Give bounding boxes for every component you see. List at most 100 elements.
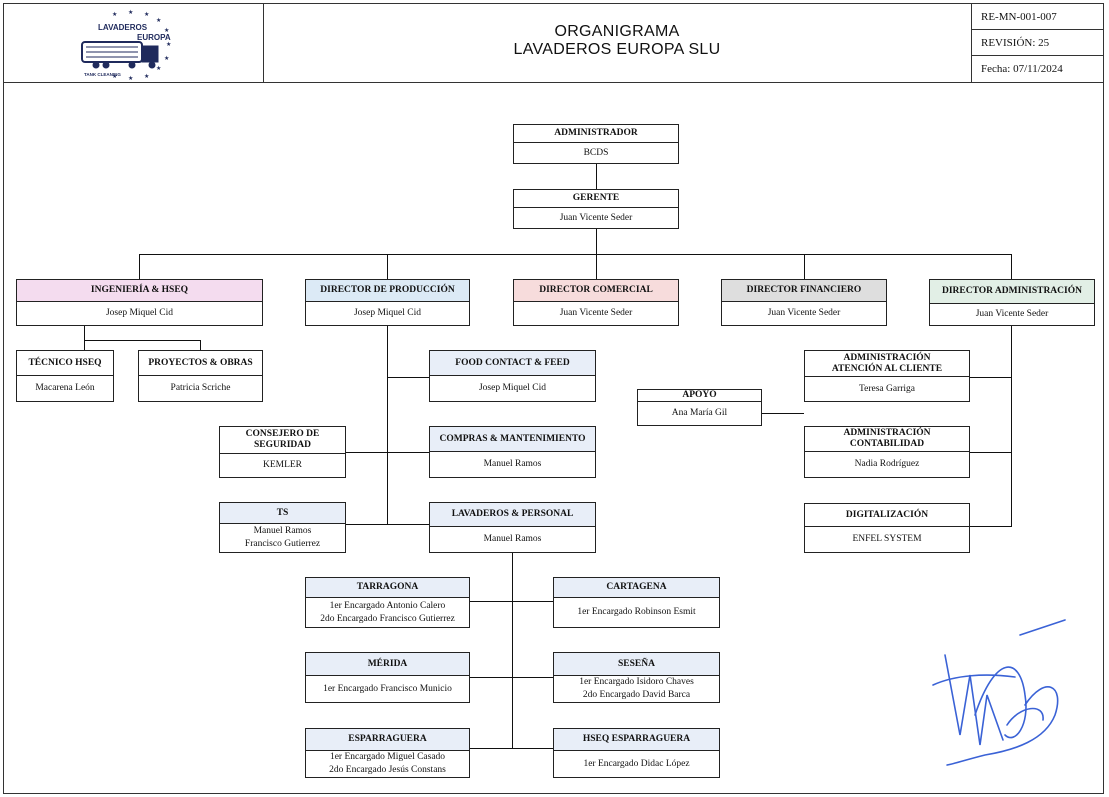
svg-text:★: ★ [112,73,117,80]
org-node-person: Manuel Ramos [483,459,542,469]
connector-line [470,748,553,749]
svg-text:★: ★ [128,9,133,16]
document-header: LAVADEROS EUROPA TANK CLEANING ★★★ ★★★ ★… [3,3,1104,83]
svg-text:★: ★ [164,27,169,34]
org-node-person: 1er Encargado Francisco Municio [323,683,452,694]
logo-text-top: LAVADEROS [98,23,148,32]
connector-line [762,413,804,414]
org-node-person: 1er Encargado Robinson Esmit [577,607,696,617]
connector-line [346,452,429,453]
org-node-title: TARRAGONA [306,578,469,598]
org-node-body: Josep Miquel Cid [306,302,469,325]
org-node-title: DIRECTOR COMERCIAL [514,280,678,302]
org-node-title: DIRECTOR DE PRODUCCIÓN [306,280,469,302]
connector-line [387,254,388,279]
org-node-person: BCDS [583,147,609,158]
org-node-body: 1er Encargado Isidoro Chaves 2do Encargad… [554,676,719,702]
org-node-person: Juan Vicente Seder [559,212,633,223]
org-node-person: Juan Vicente Seder [559,308,633,318]
org-node-body: Juan Vicente Seder [722,302,886,325]
connector-line [84,326,85,340]
connector-line [470,601,553,602]
org-chart-frame [3,83,1104,794]
org-node-title-line: SEGURIDAD [253,440,311,450]
org-node-title: HSEQ ESPARRAGUERA [554,729,719,751]
org-node-body: Juan Vicente Seder [514,302,678,325]
org-node-title: SESEÑA [554,653,719,676]
org-node-person: Nadia Rodríguez [854,459,920,469]
org-node-body: 1er Encargado Didac López [554,751,719,777]
svg-text:★: ★ [156,17,161,24]
org-node-title-line: ATENCIÓN AL CLIENTE [831,363,943,374]
org-node-body: Patricia Scriche [139,376,262,401]
org-node-person: Patricia Scriche [170,383,231,393]
connector-line [387,377,429,378]
org-node-title-line: ADMINISTRACIÓN [843,352,931,363]
org-node-body: Juan Vicente Seder [930,304,1094,325]
document-meta: RE-MN-001-007 REVISIÓN: 25 Fecha: 07/11/… [971,4,1103,82]
org-node-body: Macarena León [17,376,113,401]
org-node-person: 1er Encargado Antonio Calero [329,600,446,611]
connector-line [970,452,1012,453]
org-node-title: APOYO [638,390,761,402]
org-node-title: ESPARRAGUERA [306,729,469,751]
logo-cell: LAVADEROS EUROPA TANK CLEANING ★★★ ★★★ ★… [4,4,264,82]
org-node-title: CARTAGENA [554,578,719,598]
org-node-body: KEMLER [220,454,345,477]
org-node-person: Josep Miquel Cid [478,383,547,393]
org-node-body: Josep Miquel Cid [430,376,595,401]
org-node-person: 1er Encargado Isidoro Chaves [579,677,694,687]
handwritten-signature [932,619,1066,766]
org-node-person: Macarena León [35,383,95,393]
connector-line [1011,254,1012,279]
connector-line [84,340,201,341]
org-node-body: Juan Vicente Seder [514,208,678,228]
org-node-body: Manuel Ramos [430,527,595,552]
org-node-person: ENFEL SYSTEM [852,534,922,544]
org-node-person: Manuel Ramos [483,534,542,544]
org-node-title: PROYECTOS & OBRAS [139,351,262,376]
org-node-title: ADMINISTRACIÓN CONTABILIDAD [805,427,969,452]
org-node-administrador: ADMINISTRADOR BCDS [513,124,679,164]
document-code: RE-MN-001-007 [971,4,1103,30]
org-node-person: Juan Vicente Seder [767,308,841,318]
svg-text:★: ★ [144,73,149,80]
logo-text-bottom: TANK CLEANING [84,72,121,77]
page-title: ORGANIGRAMA [554,23,680,40]
org-node-produccion: DIRECTOR DE PRODUCCIÓN Josep Miquel Cid [305,279,470,326]
svg-text:★: ★ [144,11,149,18]
org-node-title: TÉCNICO HSEQ [17,351,113,376]
org-node-title-line: CONSEJERO DE [245,429,320,439]
org-node-title: MÉRIDA [306,653,469,676]
org-node-person: Manuel Ramos [253,526,312,536]
connector-line [596,254,597,279]
org-node-comercial: DIRECTOR COMERCIAL Juan Vicente Seder [513,279,679,326]
org-node-person: Josep Miquel Cid [105,308,174,318]
org-node-person: Francisco Gutierrez [244,539,321,549]
org-node-person: Josep Miquel Cid [353,308,422,318]
org-node-title: GERENTE [514,190,678,208]
svg-text:★: ★ [166,41,171,48]
connector-line [1011,326,1012,527]
connector-line [139,254,140,279]
svg-text:★: ★ [112,11,117,18]
org-node-title: ADMINISTRADOR [514,125,678,143]
org-node-person: 2do Encargado David Barca [582,690,691,700]
org-node-person: 1er Encargado Miguel Casado [329,752,446,762]
document-date: Fecha: 07/11/2024 [981,63,1063,75]
connector-line [596,164,597,189]
logo-truck [81,41,159,69]
connector-line [804,254,805,279]
connector-line [470,677,553,678]
